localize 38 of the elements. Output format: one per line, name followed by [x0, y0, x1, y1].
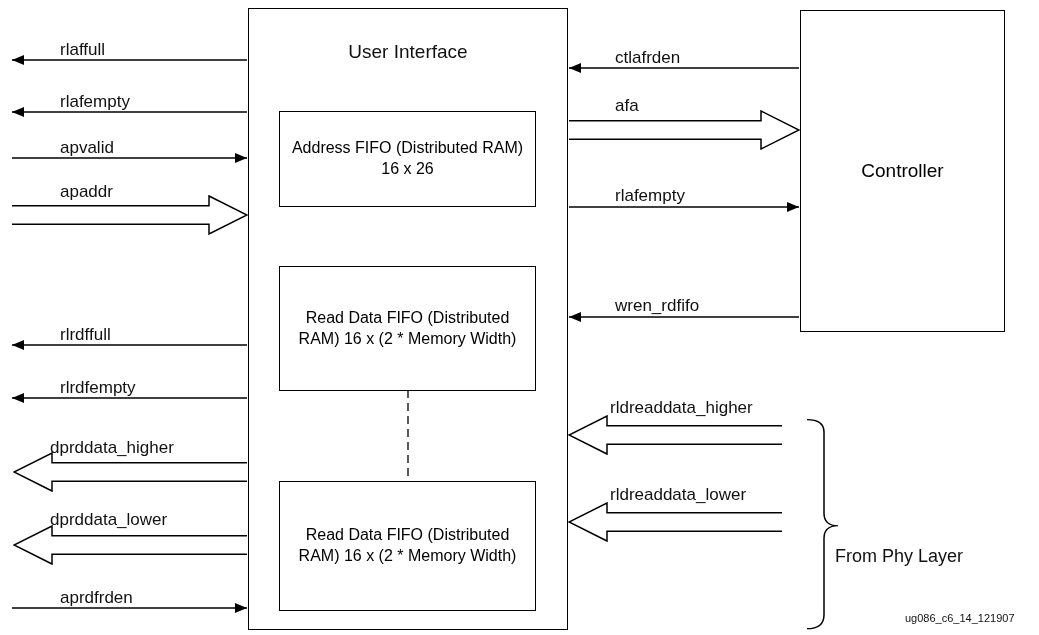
signal-label: ctlafrden	[615, 48, 681, 68]
arrow	[11, 603, 248, 613]
signal-label: apaddr	[60, 182, 113, 202]
arrow	[568, 312, 800, 322]
bus-arrow	[568, 415, 782, 455]
fifo-box: Read Data FIFO (Distributed RAM) 16 x (2 * Memory Width)	[279, 266, 536, 391]
interface-block	[248, 8, 568, 630]
controller-box: Controller	[800, 10, 1005, 332]
arrow	[11, 153, 248, 163]
signal-label: afa	[615, 96, 639, 116]
arrow	[11, 107, 248, 117]
bus-arrow	[13, 525, 247, 565]
figure-id: ug086_c6_14_121907	[905, 612, 1015, 624]
bus-arrow	[12, 195, 248, 235]
signal-label: dprddata_lower	[50, 510, 168, 530]
signal-label: rldreaddata_higher	[610, 398, 753, 418]
fifo-box: Read Data FIFO (Distributed RAM) 16 x (2 * Memory Width)	[279, 481, 536, 611]
signal-label: rlrdffull	[60, 325, 111, 345]
bus-arrow	[569, 110, 800, 150]
block-title: User Interface	[347, 41, 469, 63]
arrow	[11, 340, 248, 350]
group-note: From Phy Layer	[835, 546, 964, 567]
fifo-box: Address FIFO (Distributed RAM) 16 x 26	[279, 111, 536, 207]
signal-label: apvalid	[60, 138, 114, 158]
arrow	[568, 63, 800, 73]
signal-label: dprddata_higher	[50, 438, 174, 458]
signal-label: wren_rdfifo	[615, 296, 700, 316]
signal-label: rlaffull	[60, 40, 106, 60]
signal-label: rldreaddata_lower	[610, 485, 747, 505]
signal-label: rlrdfempty	[60, 378, 136, 398]
bus-arrow	[13, 452, 247, 492]
arrow	[11, 393, 248, 403]
bus-arrow	[568, 502, 782, 542]
arrow	[11, 55, 248, 65]
signal-label: rlafempty	[615, 186, 685, 206]
signal-label: aprdfrden	[60, 588, 133, 608]
signal-label: rlafempty	[60, 92, 130, 112]
arrow	[568, 202, 800, 212]
